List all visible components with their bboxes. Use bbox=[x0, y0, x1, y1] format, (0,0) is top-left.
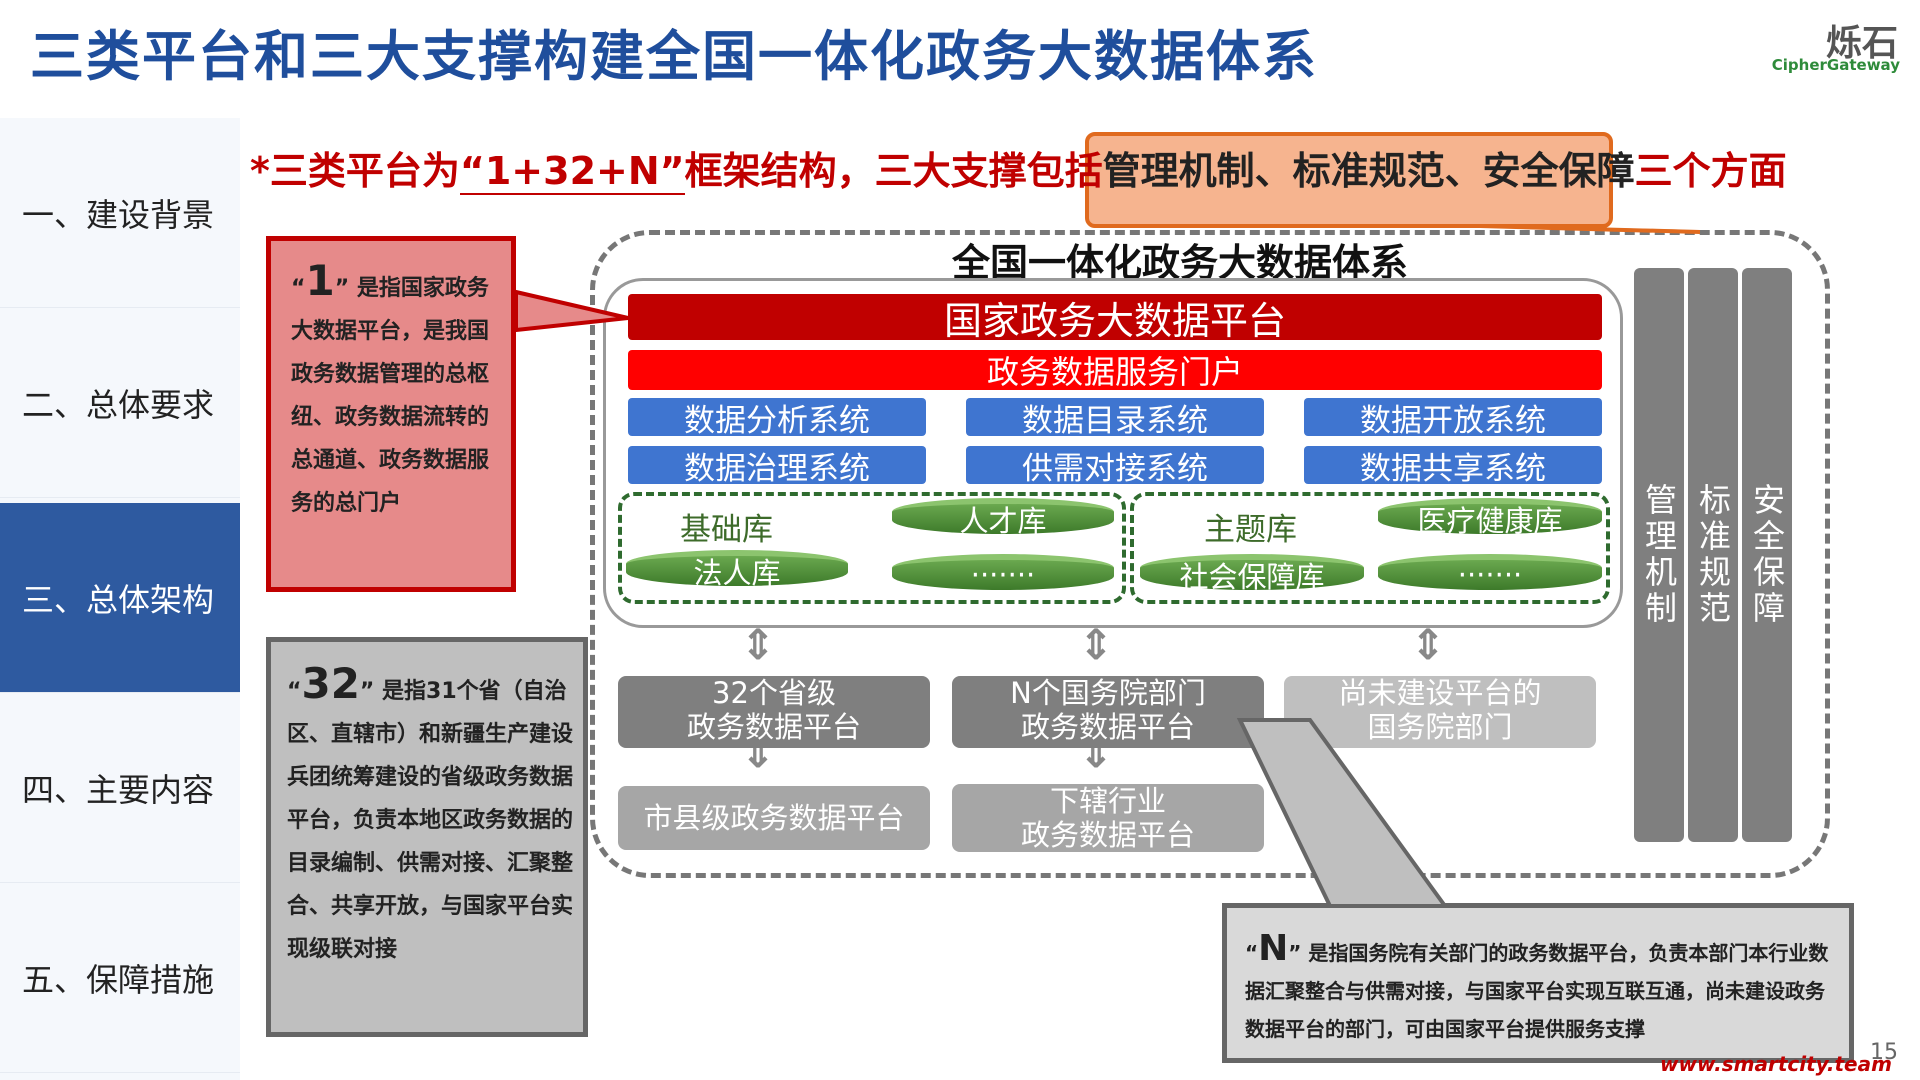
page-number: 15 bbox=[1870, 1040, 1898, 1065]
subtitle-framework: “1+32+N” bbox=[459, 149, 685, 195]
industry-platform: 下辖行业 政务数据平台 bbox=[952, 784, 1264, 852]
logo: 烁石 bbox=[1825, 23, 1898, 64]
provincial-platform-line1: 32个省级 bbox=[712, 676, 836, 710]
provincial-platform-line2: 政务数据平台 bbox=[686, 710, 861, 744]
system-sharing: 数据共享系统 bbox=[1304, 446, 1602, 487]
industry-platform-line1: 下辖行业 bbox=[1049, 784, 1166, 818]
callout-provincial-text: ” 是指31个省（自治区、直辖市）和新疆生产建设兵团统筹建设的省级政务数据平台，… bbox=[287, 679, 574, 962]
callout-national-number: 1 bbox=[305, 256, 335, 305]
callout-provincial: “32” 是指31个省（自治区、直辖市）和新疆生产建设兵团统筹建设的省级政务数据… bbox=[266, 637, 588, 1037]
callout-departments-text: ” 是指国务院有关部门的政务数据平台，负责本部门本行业数据汇聚整合与供需对接，与… bbox=[1245, 941, 1829, 1041]
page-title: 三类平台和三大支撑构建全国一体化政务大数据体系 bbox=[30, 25, 1318, 88]
callout-departments-open: “ bbox=[1245, 941, 1259, 965]
system-analysis: 数据分析系统 bbox=[628, 398, 926, 439]
provincial-platform: 32个省级 政务数据平台 bbox=[618, 676, 930, 748]
industry-platform-line2: 政务数据平台 bbox=[1020, 818, 1195, 852]
pillar-management-label: 管理机制 bbox=[1640, 483, 1678, 627]
callout-national: “1” 是指国家政务大数据平台，是我国政务数据管理的总枢纽、政务数据流转的总通道… bbox=[266, 236, 516, 592]
city-county-platform: 市县级政务数据平台 bbox=[618, 786, 930, 850]
updown-arrow-icon: ⇕ bbox=[1078, 620, 1114, 669]
system-governance: 数据治理系统 bbox=[628, 446, 926, 487]
subtitle: *三类平台为“1+32+N”框架结构，三大支撑包括管理机制、标准规范、安全保障三… bbox=[250, 140, 1787, 195]
unbuilt-department-line2: 国务院部门 bbox=[1367, 710, 1513, 744]
service-portal: 政务数据服务门户 bbox=[628, 350, 1602, 391]
subtitle-highlight: 管理机制、标准规范、安全保障 bbox=[1102, 149, 1635, 193]
sidebar-item-contents[interactable]: 四、主要内容 bbox=[0, 693, 240, 883]
db-health: 医疗健康库 bbox=[1378, 498, 1602, 538]
unbuilt-department-line1: 尚未建设平台的 bbox=[1338, 676, 1542, 710]
sidebar: 一、建设背景 二、总体要求 三、总体架构 四、主要内容 五、保障措施 bbox=[0, 118, 240, 1080]
db-label-basic: 基础库 bbox=[680, 512, 773, 548]
callout-national-open: “ bbox=[291, 276, 306, 301]
db-more-left: ······· bbox=[892, 554, 1114, 592]
pillar-security-label: 安全保障 bbox=[1748, 483, 1786, 627]
pillar-management: 管理机制 bbox=[1634, 268, 1684, 842]
db-talent: 人才库 bbox=[892, 498, 1114, 538]
callout-departments: “N” 是指国务院有关部门的政务数据平台，负责本部门本行业数据汇聚整合与供需对接… bbox=[1222, 903, 1854, 1063]
system-open: 数据开放系统 bbox=[1304, 398, 1602, 439]
db-legal-person: 法人库 bbox=[626, 550, 848, 590]
callout-provincial-number: 32 bbox=[301, 659, 360, 708]
national-platform: 国家政务大数据平台 bbox=[628, 294, 1602, 343]
database-group-theme bbox=[1130, 492, 1610, 604]
sidebar-item-measures[interactable]: 五、保障措施 bbox=[0, 883, 240, 1073]
subtitle-part4: 三个方面 bbox=[1634, 149, 1787, 193]
footer-watermark: www.smartcity.team bbox=[1660, 1052, 1892, 1076]
db-social-security: 社会保障库 bbox=[1140, 554, 1364, 594]
db-more-right: ······· bbox=[1378, 554, 1602, 592]
sidebar-item-background[interactable]: 一、建设背景 bbox=[0, 118, 240, 308]
department-platform-line2: 政务数据平台 bbox=[1020, 710, 1195, 744]
subtitle-part3: 框架结构，三大支撑包括 bbox=[684, 149, 1103, 193]
sidebar-item-architecture[interactable]: 三、总体架构 bbox=[0, 503, 240, 693]
db-label-theme: 主题库 bbox=[1204, 512, 1297, 548]
highlight-box bbox=[1085, 132, 1613, 228]
logo-subtitle: CipherGateway bbox=[1771, 56, 1900, 74]
sidebar-item-requirements[interactable]: 二、总体要求 bbox=[0, 308, 240, 498]
system-frame bbox=[590, 230, 1830, 878]
pillar-security: 安全保障 bbox=[1742, 268, 1792, 842]
system-catalog: 数据目录系统 bbox=[966, 398, 1264, 439]
pillar-standards: 标准规范 bbox=[1688, 268, 1738, 842]
updown-arrow-icon: ⇕ bbox=[1410, 620, 1446, 669]
system-supply-demand: 供需对接系统 bbox=[966, 446, 1264, 487]
callout-departments-number: N bbox=[1258, 928, 1289, 969]
department-platform-line1: N个国务院部门 bbox=[1010, 676, 1206, 710]
department-platform: N个国务院部门 政务数据平台 bbox=[952, 676, 1264, 748]
pillar-standards-label: 标准规范 bbox=[1694, 483, 1732, 627]
callout-provincial-open: “ bbox=[287, 679, 302, 704]
database-group-basic bbox=[618, 492, 1126, 604]
system-title: 全国一体化政务大数据体系 bbox=[951, 241, 1408, 285]
updown-arrow-icon: ⇕ bbox=[740, 620, 776, 669]
callout-national-text: ” 是指国家政务大数据平台，是我国政务数据管理的总枢纽、政务数据流转的总通道、政… bbox=[291, 276, 490, 516]
subtitle-part1: *三类平台为 bbox=[250, 149, 460, 193]
unbuilt-department: 尚未建设平台的 国务院部门 bbox=[1284, 676, 1596, 748]
